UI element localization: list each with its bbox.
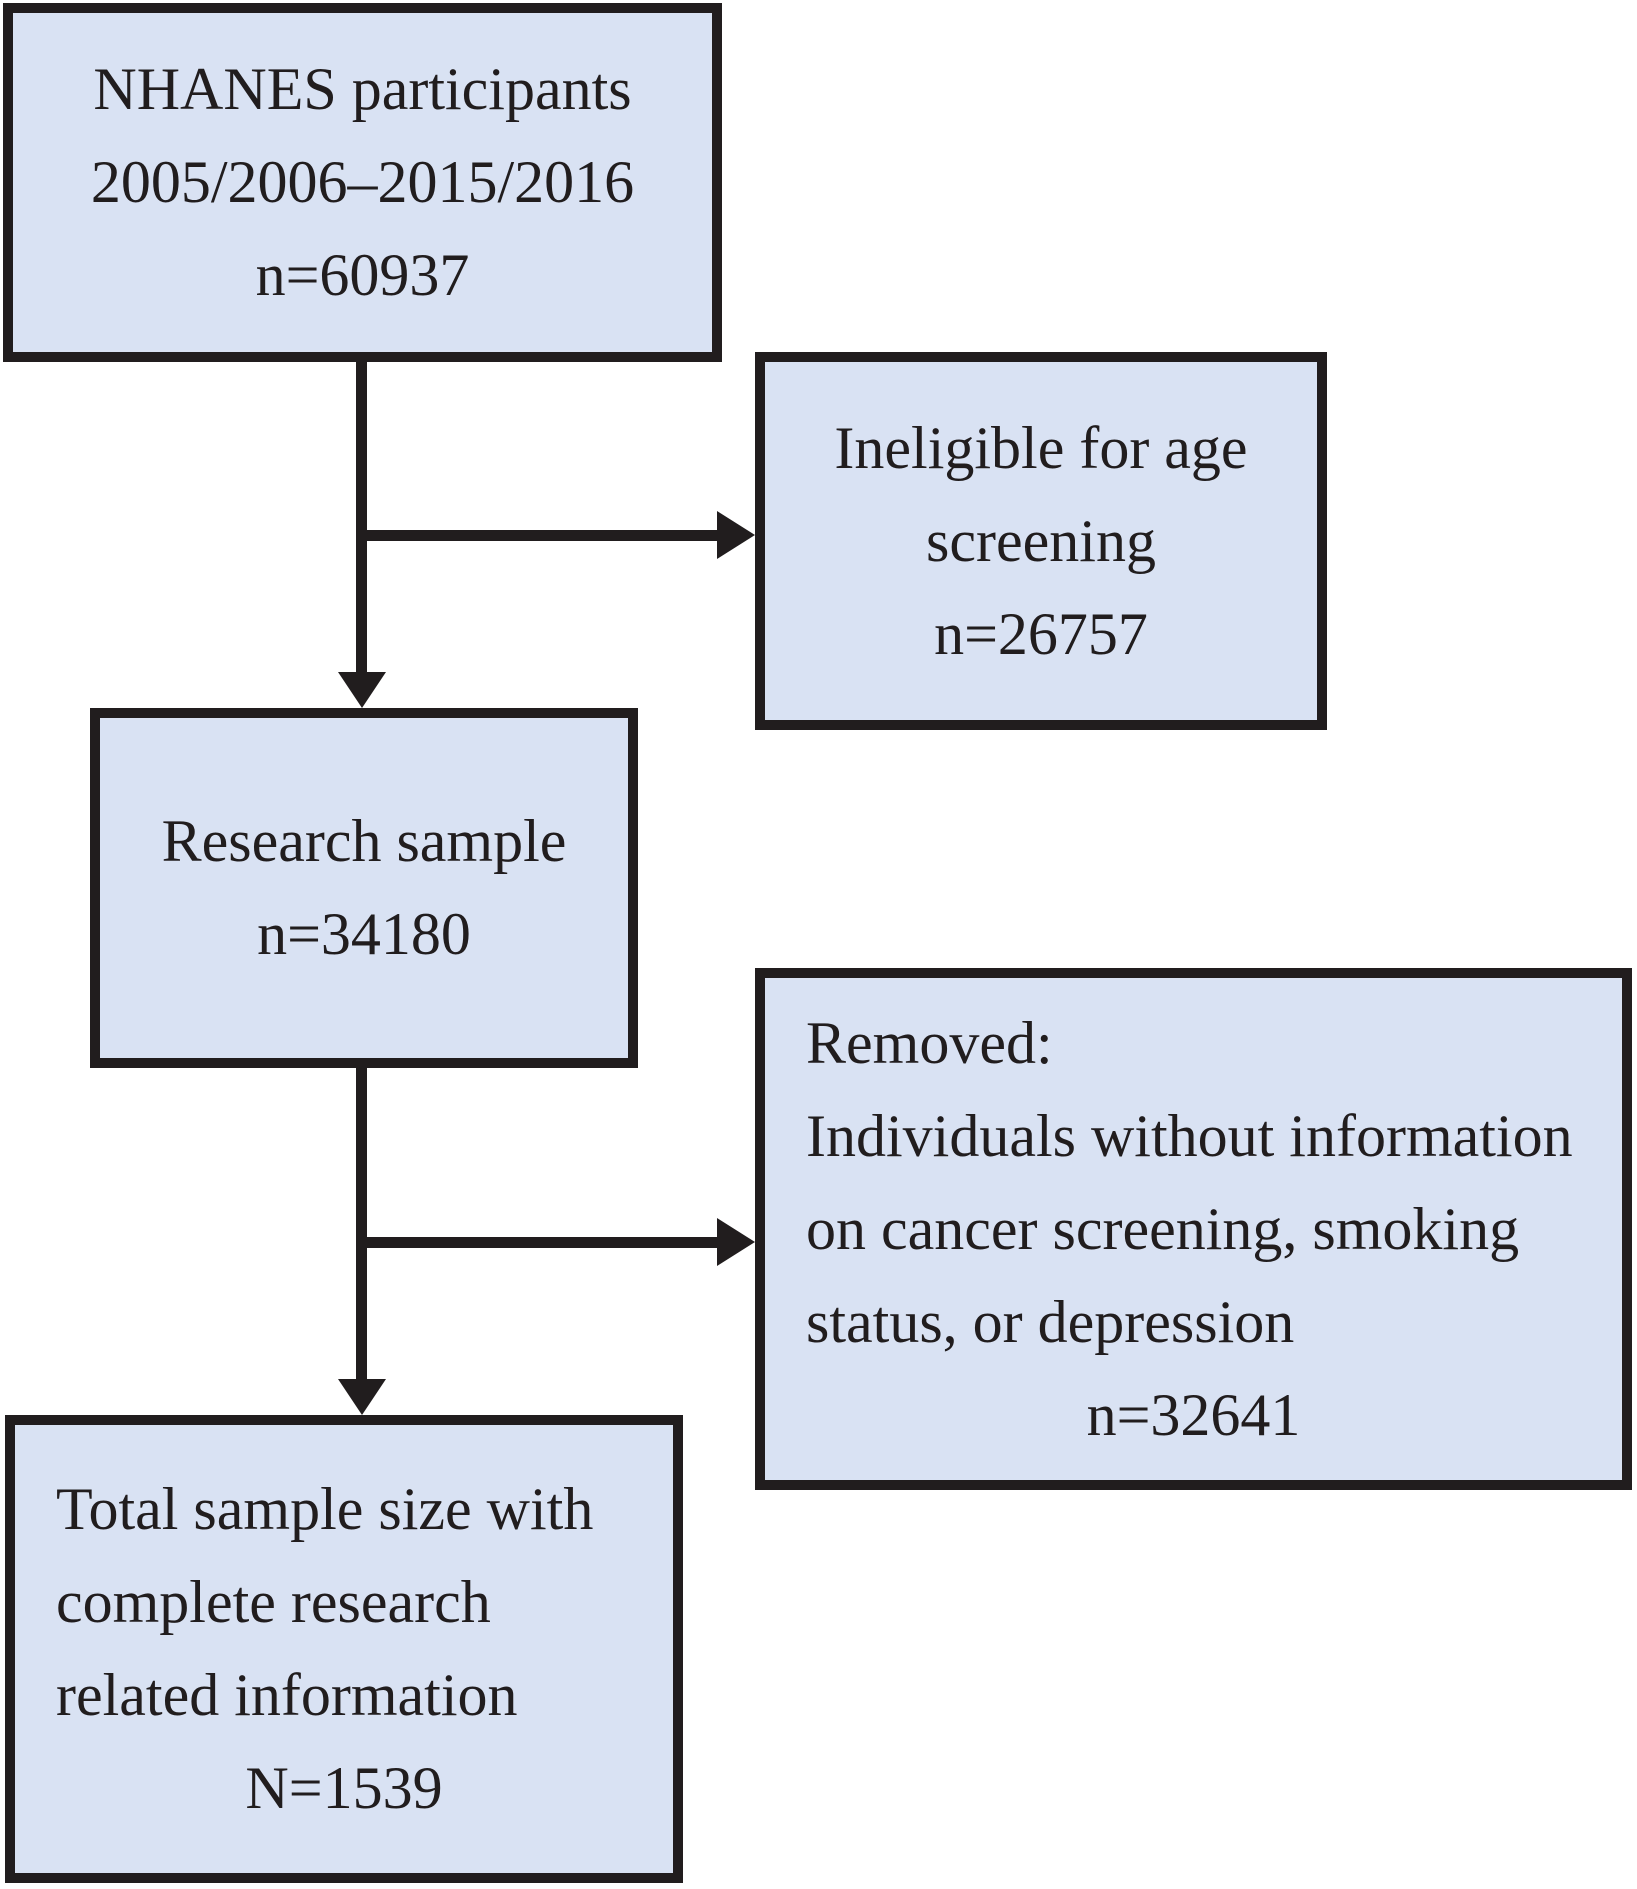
flow-box-removed: Removed: Individuals without information… bbox=[755, 968, 1632, 1490]
arrow-participants-to-research-head-icon bbox=[338, 672, 386, 708]
removed-reason-line-2: on cancer screening, smoking bbox=[806, 1195, 1520, 1262]
arrow-research-to-final-line bbox=[356, 1068, 367, 1380]
ineligible-reason-line-2: screening bbox=[926, 507, 1156, 574]
research-sample-count: n=34180 bbox=[257, 901, 471, 967]
final-sample-line-3: related information bbox=[56, 1662, 518, 1728]
arrow-branch-to-ineligible-line bbox=[356, 530, 717, 541]
participants-years-line: 2005/2006–2015/2016 bbox=[90, 149, 635, 215]
final-sample-line-1: Total sample size with bbox=[56, 1476, 594, 1542]
removed-reason-line-3: status, or depression bbox=[806, 1288, 1295, 1355]
flow-box-final-sample: Total sample size with complete research… bbox=[5, 1415, 683, 1883]
final-sample-line-2: complete research bbox=[56, 1569, 491, 1635]
ineligible-reason-line-1: Ineligible for age bbox=[834, 414, 1248, 481]
flow-box-research-sample: Research sample n=34180 bbox=[90, 708, 638, 1068]
arrow-branch-to-removed-head-icon bbox=[717, 1218, 755, 1266]
participants-count: n=60937 bbox=[255, 242, 470, 308]
arrow-research-to-final-head-icon bbox=[338, 1379, 386, 1415]
participants-title-line: NHANES participants bbox=[93, 56, 632, 122]
final-sample-count: N=1539 bbox=[245, 1755, 443, 1821]
arrow-participants-to-research-line bbox=[356, 362, 367, 676]
ineligible-count: n=26757 bbox=[934, 600, 1148, 667]
flow-box-nhanes-participants: NHANES participants 2005/2006–2015/2016 … bbox=[3, 3, 722, 362]
arrow-branch-to-ineligible-head-icon bbox=[717, 511, 755, 559]
removed-heading: Removed: bbox=[806, 1009, 1053, 1076]
flow-box-ineligible: Ineligible for age screening n=26757 bbox=[755, 352, 1327, 730]
removed-count: n=32641 bbox=[1086, 1381, 1301, 1448]
arrow-branch-to-removed-line bbox=[356, 1237, 717, 1248]
research-sample-label: Research sample bbox=[161, 808, 567, 874]
removed-reason-line-1: Individuals without information bbox=[806, 1102, 1573, 1169]
